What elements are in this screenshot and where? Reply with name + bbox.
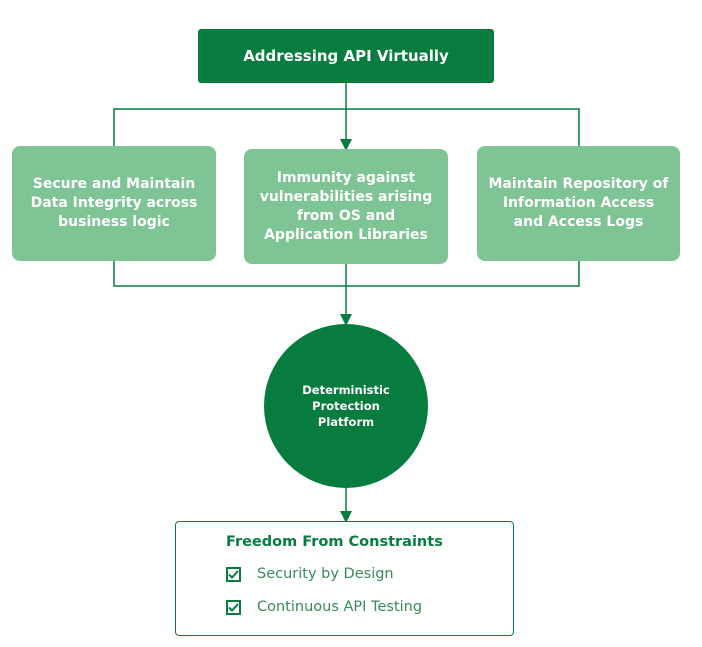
center-node-label: Deterministic Protection Platform xyxy=(302,383,390,429)
middle-node-label: Immunity against vulnerabilities arising… xyxy=(259,169,433,243)
checklist-item-label: Continuous API Testing xyxy=(257,599,423,615)
checkbox-checked-icon xyxy=(226,566,241,582)
middle-node-label: Maintain Repository of Information Acces… xyxy=(488,176,669,230)
top-node-label: Addressing API Virtually xyxy=(243,47,449,65)
middle-node-data-integrity: Secure and Maintain Data Integrity acros… xyxy=(12,146,216,261)
middle-node-immunity: Immunity against vulnerabilities arising… xyxy=(244,149,448,264)
checkbox-checked-icon xyxy=(226,599,241,615)
bottom-node: Freedom From Constraints Security by Des… xyxy=(175,521,514,636)
middle-node-label: Secure and Maintain Data Integrity acros… xyxy=(30,176,198,230)
middle-node-repository: Maintain Repository of Information Acces… xyxy=(477,146,680,261)
checklist-item: Security by Design xyxy=(226,566,394,582)
top-node: Addressing API Virtually xyxy=(198,29,494,83)
center-node: Deterministic Protection Platform xyxy=(264,324,428,488)
checklist-item-label: Security by Design xyxy=(257,566,394,582)
checklist-item: Continuous API Testing xyxy=(226,599,422,615)
bottom-node-title: Freedom From Constraints xyxy=(226,534,443,550)
connector-top-branch xyxy=(113,108,580,146)
